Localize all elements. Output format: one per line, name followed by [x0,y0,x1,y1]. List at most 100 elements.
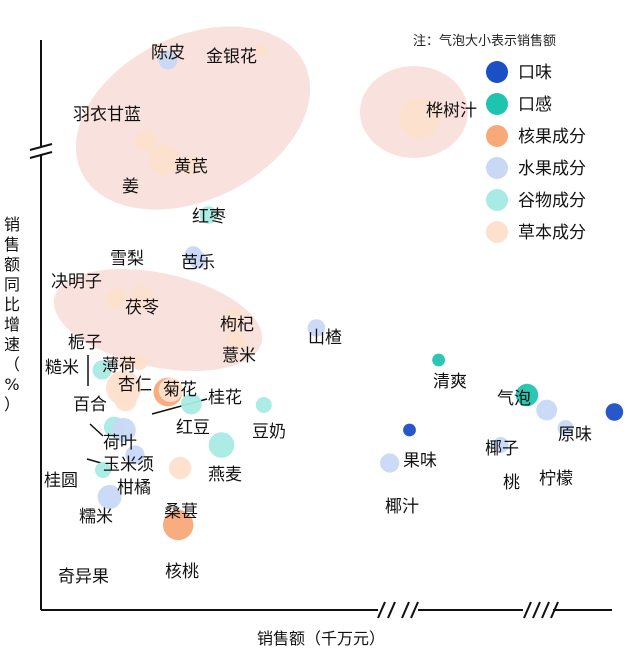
group-top-left [75,26,311,210]
point-label-19: 桂花 [208,388,242,408]
bubble-11 [225,329,247,351]
bubble-15 [131,354,148,370]
point-label-7: 芭乐 [181,253,215,273]
point-labels: 陈皮金银花羽衣甘蓝黄芪姜红枣雪梨芭乐决明子茯苓枸杞薏米山楂栀子糙米薄荷百合杏仁菊… [44,43,592,587]
bubble-5 [199,206,218,224]
legend-label-herb: 草本成分 [518,223,586,243]
point-label-32: 清爽 [433,372,467,392]
x-axis-break-mark [410,601,419,619]
bubble-29 [97,485,122,509]
bubble-20 [181,393,202,415]
point-label-34: 椰汁 [385,497,419,517]
point-label-1: 金银花 [206,47,257,67]
point-label-15: 薄荷 [102,356,136,376]
point-label-28: 糯米 [79,507,113,527]
point-label-35: 气泡 [497,389,531,409]
legend-swatch-herb [486,221,508,243]
bubble-24 [111,418,136,442]
point-label-24: 玉米须 [103,455,154,475]
point-label-17: 杏仁 [118,375,152,395]
bubble-32 [432,353,445,367]
bubble-2 [135,128,158,152]
point-label-5: 红枣 [192,207,226,227]
bubble-19 [166,382,183,398]
bubble-21 [255,397,272,413]
bubble-31 [399,97,441,139]
legend-swatch-grain [486,189,508,211]
point-label-26: 柑橘 [117,478,151,498]
point-label-14: 糙米 [45,358,79,378]
point-label-4: 姜 [122,177,139,197]
axes [29,40,612,619]
bubble-14 [92,360,112,380]
bubble-26 [125,445,145,465]
point-label-10: 枸杞 [220,315,254,335]
bubble-0 [158,50,178,70]
legend-swatch-nut [486,125,508,147]
bubble-8 [105,287,127,309]
leader-line-heye [89,423,104,437]
point-label-3: 黄芪 [174,157,208,177]
legend-label-taste: 口味 [518,63,552,83]
point-label-27: 桑葚 [164,502,198,522]
point-label-38: 柠檬 [539,469,573,489]
legend-swatch-taste [486,61,508,83]
label-leader-lines [86,355,208,464]
point-label-9: 茯苓 [125,298,159,318]
legend-label-texture: 口感 [518,95,552,115]
point-label-33: 果味 [403,451,437,471]
bubble-30 [163,509,194,541]
point-label-2: 羽衣甘蓝 [73,105,141,125]
point-label-21: 豆奶 [252,422,286,442]
point-label-12: 山楂 [308,328,342,348]
legend-label-fruit: 水果成分 [518,159,586,179]
legend-label-grain: 谷物成分 [518,191,586,211]
point-label-0: 陈皮 [151,43,185,63]
point-label-25: 燕麦 [208,465,242,485]
bubble-38 [557,420,574,436]
size-note: 注：气泡大小表示销售额 [413,33,556,49]
bubble-39 [492,437,509,453]
legend-swatch-texture [486,93,508,115]
bubble-3 [179,154,200,176]
y-axis-label: 销售额同比增速（%） [4,215,20,414]
point-label-29: 奇异果 [58,567,109,587]
point-label-22: 荷叶 [103,433,137,453]
legend-label-nut: 核果成分 [518,127,586,147]
point-label-20: 红豆 [176,418,210,438]
y-axis-break-mark [29,151,53,159]
point-label-39: 桃 [503,473,520,493]
point-label-36: 椰子 [485,439,519,459]
point-label-8: 决明子 [51,272,102,292]
x-axis-break-mark [532,601,541,619]
bubble-25 [208,432,235,458]
bubble-10 [224,307,244,327]
x-axis-break-mark [523,601,532,619]
x-axis-break-mark [387,601,396,619]
point-label-6: 雪梨 [110,249,144,269]
bubble-22 [114,388,137,412]
x-axis-break-mark [550,601,559,619]
bubble-28 [95,462,111,478]
x-axis-break-mark [541,601,550,619]
x-axis-break-mark [377,601,386,619]
point-label-16: 百合 [73,395,107,415]
y-axis-break-mark [29,143,53,151]
bubbles [92,43,624,541]
bubble-12 [307,319,326,337]
legend-swatch-fruit [486,157,508,179]
point-label-37: 原味 [558,425,592,445]
bubble-7 [189,251,207,269]
point-label-13: 栀子 [68,333,102,353]
point-label-30: 核桃 [165,562,199,582]
bubble-27 [168,456,192,480]
bubble-9 [130,286,155,310]
point-label-18: 菊花 [163,380,197,400]
point-label-23: 桂圆 [44,471,78,491]
highlight-regions [53,26,468,371]
leader-line-yumixu [86,458,102,464]
bubble-1 [255,43,269,57]
